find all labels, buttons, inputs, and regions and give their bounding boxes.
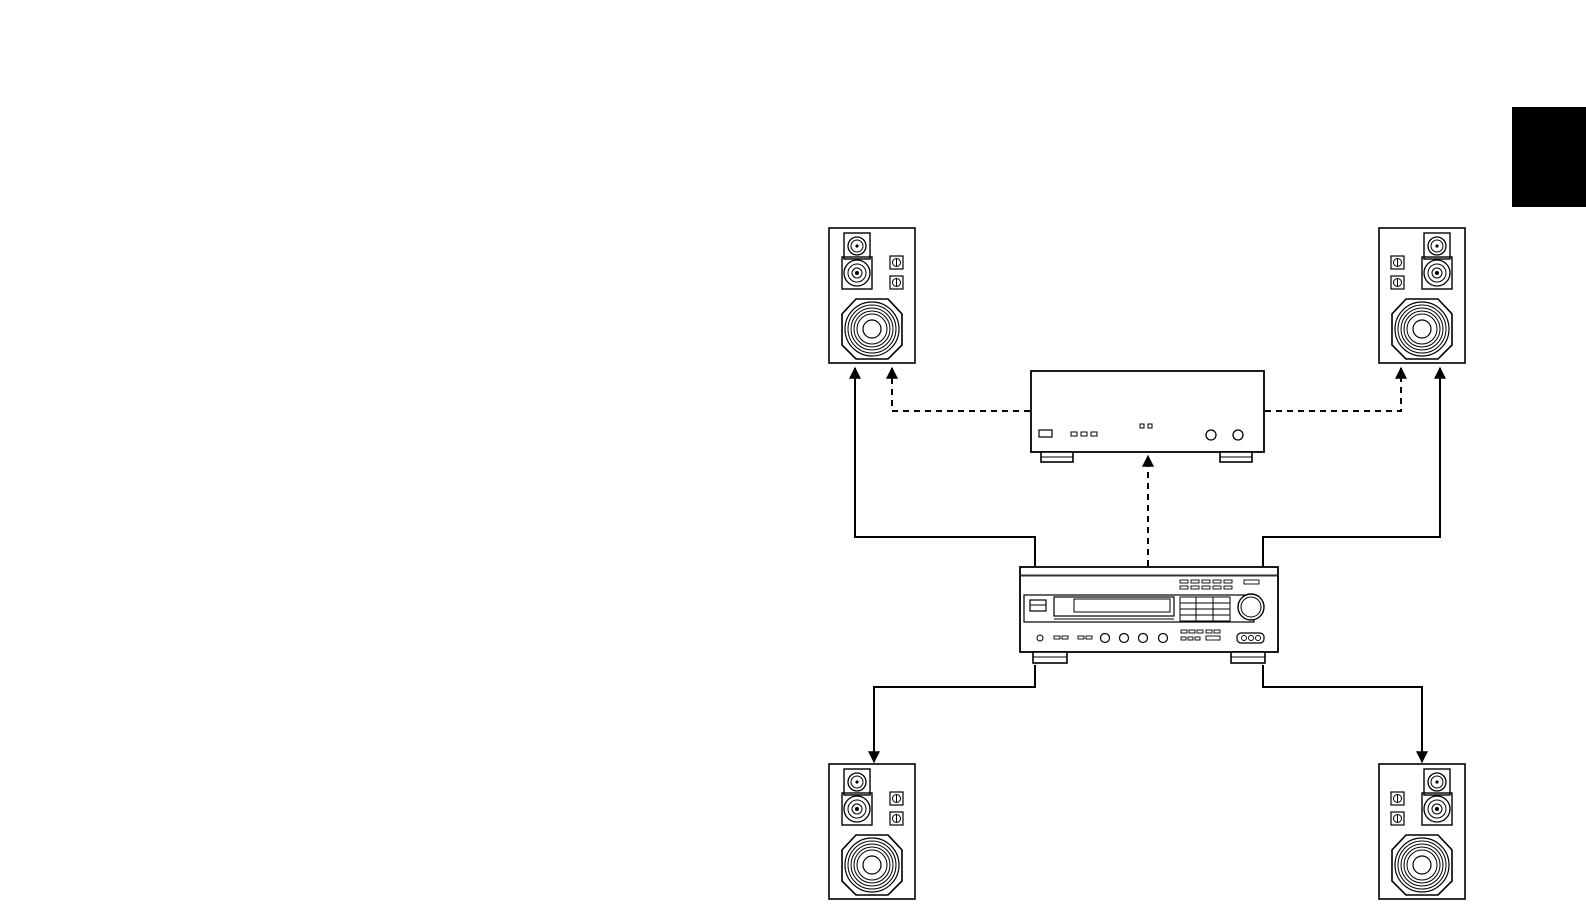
line-receiver-to-front-left: [855, 368, 1035, 566]
line-amplifier-to-front-left: [892, 368, 1030, 411]
front-right-speaker: [1379, 228, 1465, 363]
av-receiver: [1020, 567, 1278, 663]
line-amplifier-to-front-right: [1265, 368, 1401, 411]
line-receiver-to-rear-left: [874, 665, 1035, 762]
front-left-speaker: [829, 228, 915, 363]
rear-left-speaker: [829, 764, 915, 899]
line-receiver-to-rear-right: [1263, 665, 1422, 762]
line-receiver-to-front-right: [1263, 368, 1440, 566]
external-amplifier: [1031, 371, 1264, 462]
rear-right-speaker: [1379, 764, 1465, 899]
